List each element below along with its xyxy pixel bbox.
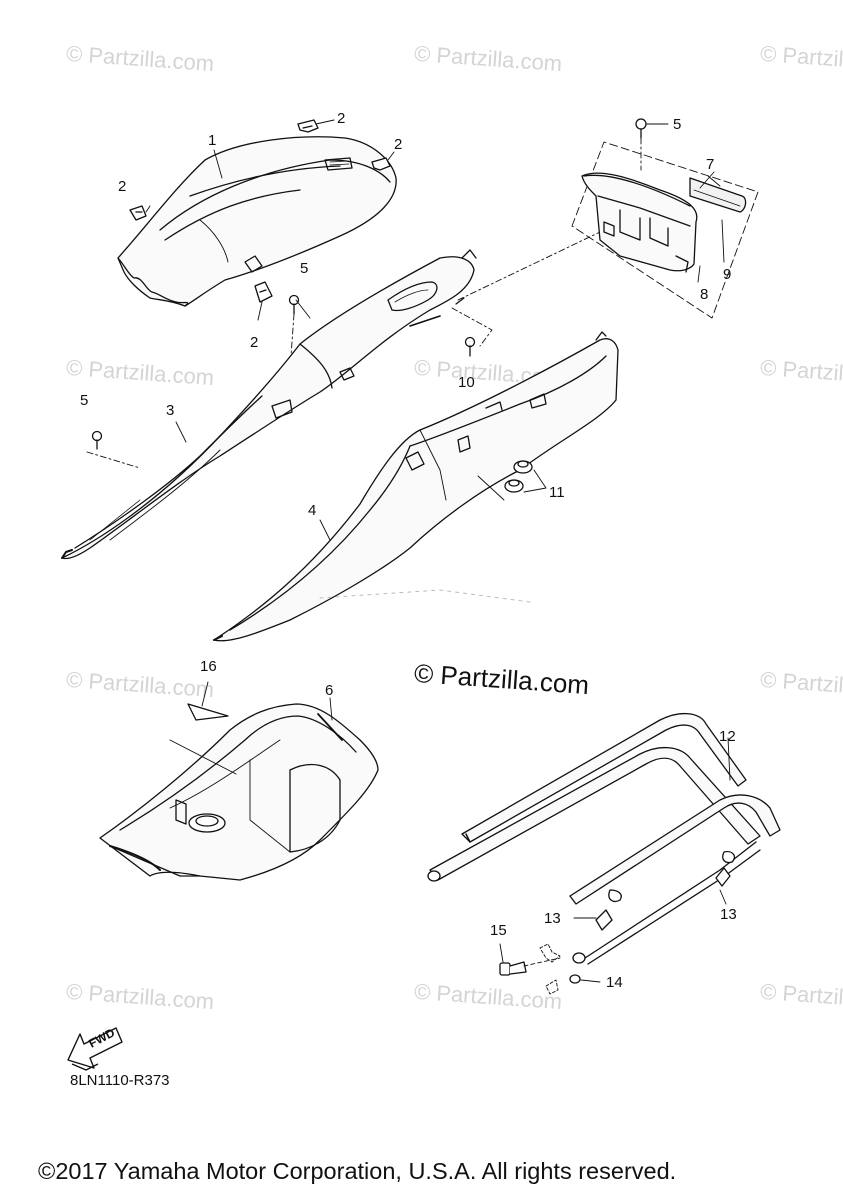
callout-2: 2 xyxy=(118,178,127,195)
diagram-code: 8LN1110-R373 xyxy=(70,1072,170,1089)
callout-11: 11 xyxy=(549,484,565,501)
part-3-side-panel xyxy=(61,249,477,560)
callout-7: 7 xyxy=(706,156,715,173)
callout-6: 6 xyxy=(325,682,334,699)
part-11-grommets xyxy=(477,460,547,501)
callout-5: 5 xyxy=(80,392,89,409)
callout-13: 13 xyxy=(720,906,737,923)
part-2-clips xyxy=(129,119,395,321)
callout-2: 2 xyxy=(250,334,259,351)
part-5-screws xyxy=(86,118,669,469)
callout-16: 16 xyxy=(200,658,217,675)
callout-14: 14 xyxy=(606,974,623,991)
leader-lines xyxy=(175,149,731,781)
callout-5: 5 xyxy=(300,260,309,277)
callout-13: 13 xyxy=(544,910,561,927)
callout-5: 5 xyxy=(673,116,682,133)
part-6-storage-tub xyxy=(99,681,379,881)
callout-15: 15 xyxy=(490,922,507,939)
callout-12: 12 xyxy=(719,728,736,745)
callout-2: 2 xyxy=(337,110,346,127)
callout-3: 3 xyxy=(166,402,175,419)
callout-1: 1 xyxy=(208,132,217,149)
part-7-8-9-assembly xyxy=(571,141,759,319)
part-10-screw xyxy=(451,231,601,357)
part-4-side-panel xyxy=(213,331,619,642)
fwd-arrow-icon xyxy=(67,1027,123,1071)
part-13-14-15-fasteners xyxy=(499,850,736,995)
callout-10: 10 xyxy=(458,374,475,391)
callout-9: 9 xyxy=(723,266,732,283)
callout-4: 4 xyxy=(308,502,317,519)
callout-2: 2 xyxy=(394,136,403,153)
part-1-top-cover xyxy=(117,136,397,307)
callout-8: 8 xyxy=(700,286,709,303)
copyright-notice: ©2017 Yamaha Motor Corporation, U.S.A. A… xyxy=(38,1158,677,1184)
